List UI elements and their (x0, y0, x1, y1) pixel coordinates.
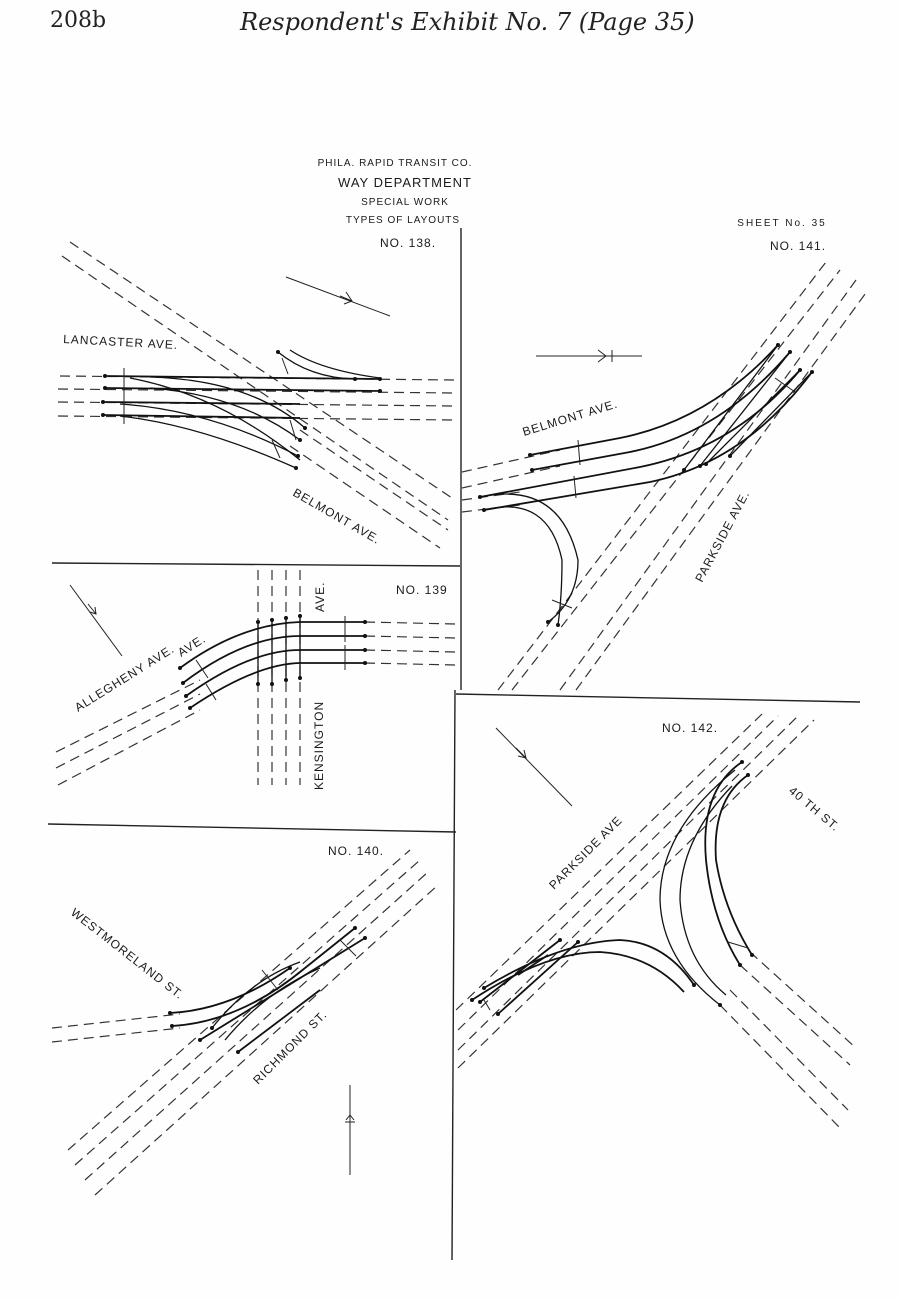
street-label-parkside-141: PARKSIDE AVE. (692, 488, 752, 585)
layout-142: NO. 142. PARKSIDE AVE 40 TH ST. (455, 713, 857, 1131)
divider-138-139 (51, 562, 461, 567)
layout-number-140: NO. 140. (328, 844, 384, 858)
street-label-40th: 40 TH ST. (786, 784, 843, 835)
street-label-allegheny-ave: AVE. (175, 632, 208, 660)
divider-vertical-lower (451, 689, 456, 1261)
north-arrow-141 (536, 349, 642, 363)
north-arrow-138 (285, 276, 391, 317)
page-number: 208b (50, 8, 107, 33)
layout-types: TYPES OF LAYOUTS (346, 215, 460, 226)
street-label-westmoreland: WESTMORELAND ST. (68, 905, 186, 1002)
layout-number-138: NO. 138. (380, 236, 436, 250)
street-label-ave-139: AVE. (313, 582, 327, 612)
sheet-number: SHEET No. 35 (737, 218, 826, 229)
layout-140: NO. 140. WESTMORELAND ST. RICHMOND ST. (51, 844, 439, 1196)
work-type: SPECIAL WORK (361, 197, 449, 208)
layout-141: NO. 141. BELMONT AVE. PARKSIDE AVE. (461, 239, 869, 691)
divider-139-140 (47, 823, 457, 833)
street-label-lancaster: LANCASTER AVE. (63, 332, 179, 352)
street-label-parkside-142: PARKSIDE AVE (546, 813, 625, 892)
exhibit-title: Respondent's Exhibit No. 7 (Page 35) (240, 8, 695, 36)
street-label-belmont-141: BELMONT AVE. (521, 397, 620, 439)
department-name: WAY DEPARTMENT (338, 175, 472, 190)
north-arrow-139 (69, 584, 123, 657)
divider-141-142 (455, 693, 861, 703)
layout-number-141: NO. 141. (770, 239, 826, 253)
north-arrow-142 (495, 727, 573, 807)
street-label-allegheny: ALLEGHENY AVE. (72, 642, 177, 715)
layout-138: NO. 138. LANCASTER AVE. BELMONT AVE. (57, 236, 456, 549)
street-label-belmont-138: BELMONT AVE. (291, 485, 384, 547)
layout-number-139: NO. 139 (396, 583, 448, 597)
north-arrow-140 (345, 1085, 355, 1175)
layout-139: NO. 139 ALLEGHENY AVE. AVE. AVE. KENSING… (55, 570, 456, 790)
layout-number-142: NO. 142. (662, 721, 718, 735)
street-label-kensington: KENSINGTON (312, 701, 326, 790)
company-name: PHILA. RAPID TRANSIT CO. (318, 158, 473, 169)
